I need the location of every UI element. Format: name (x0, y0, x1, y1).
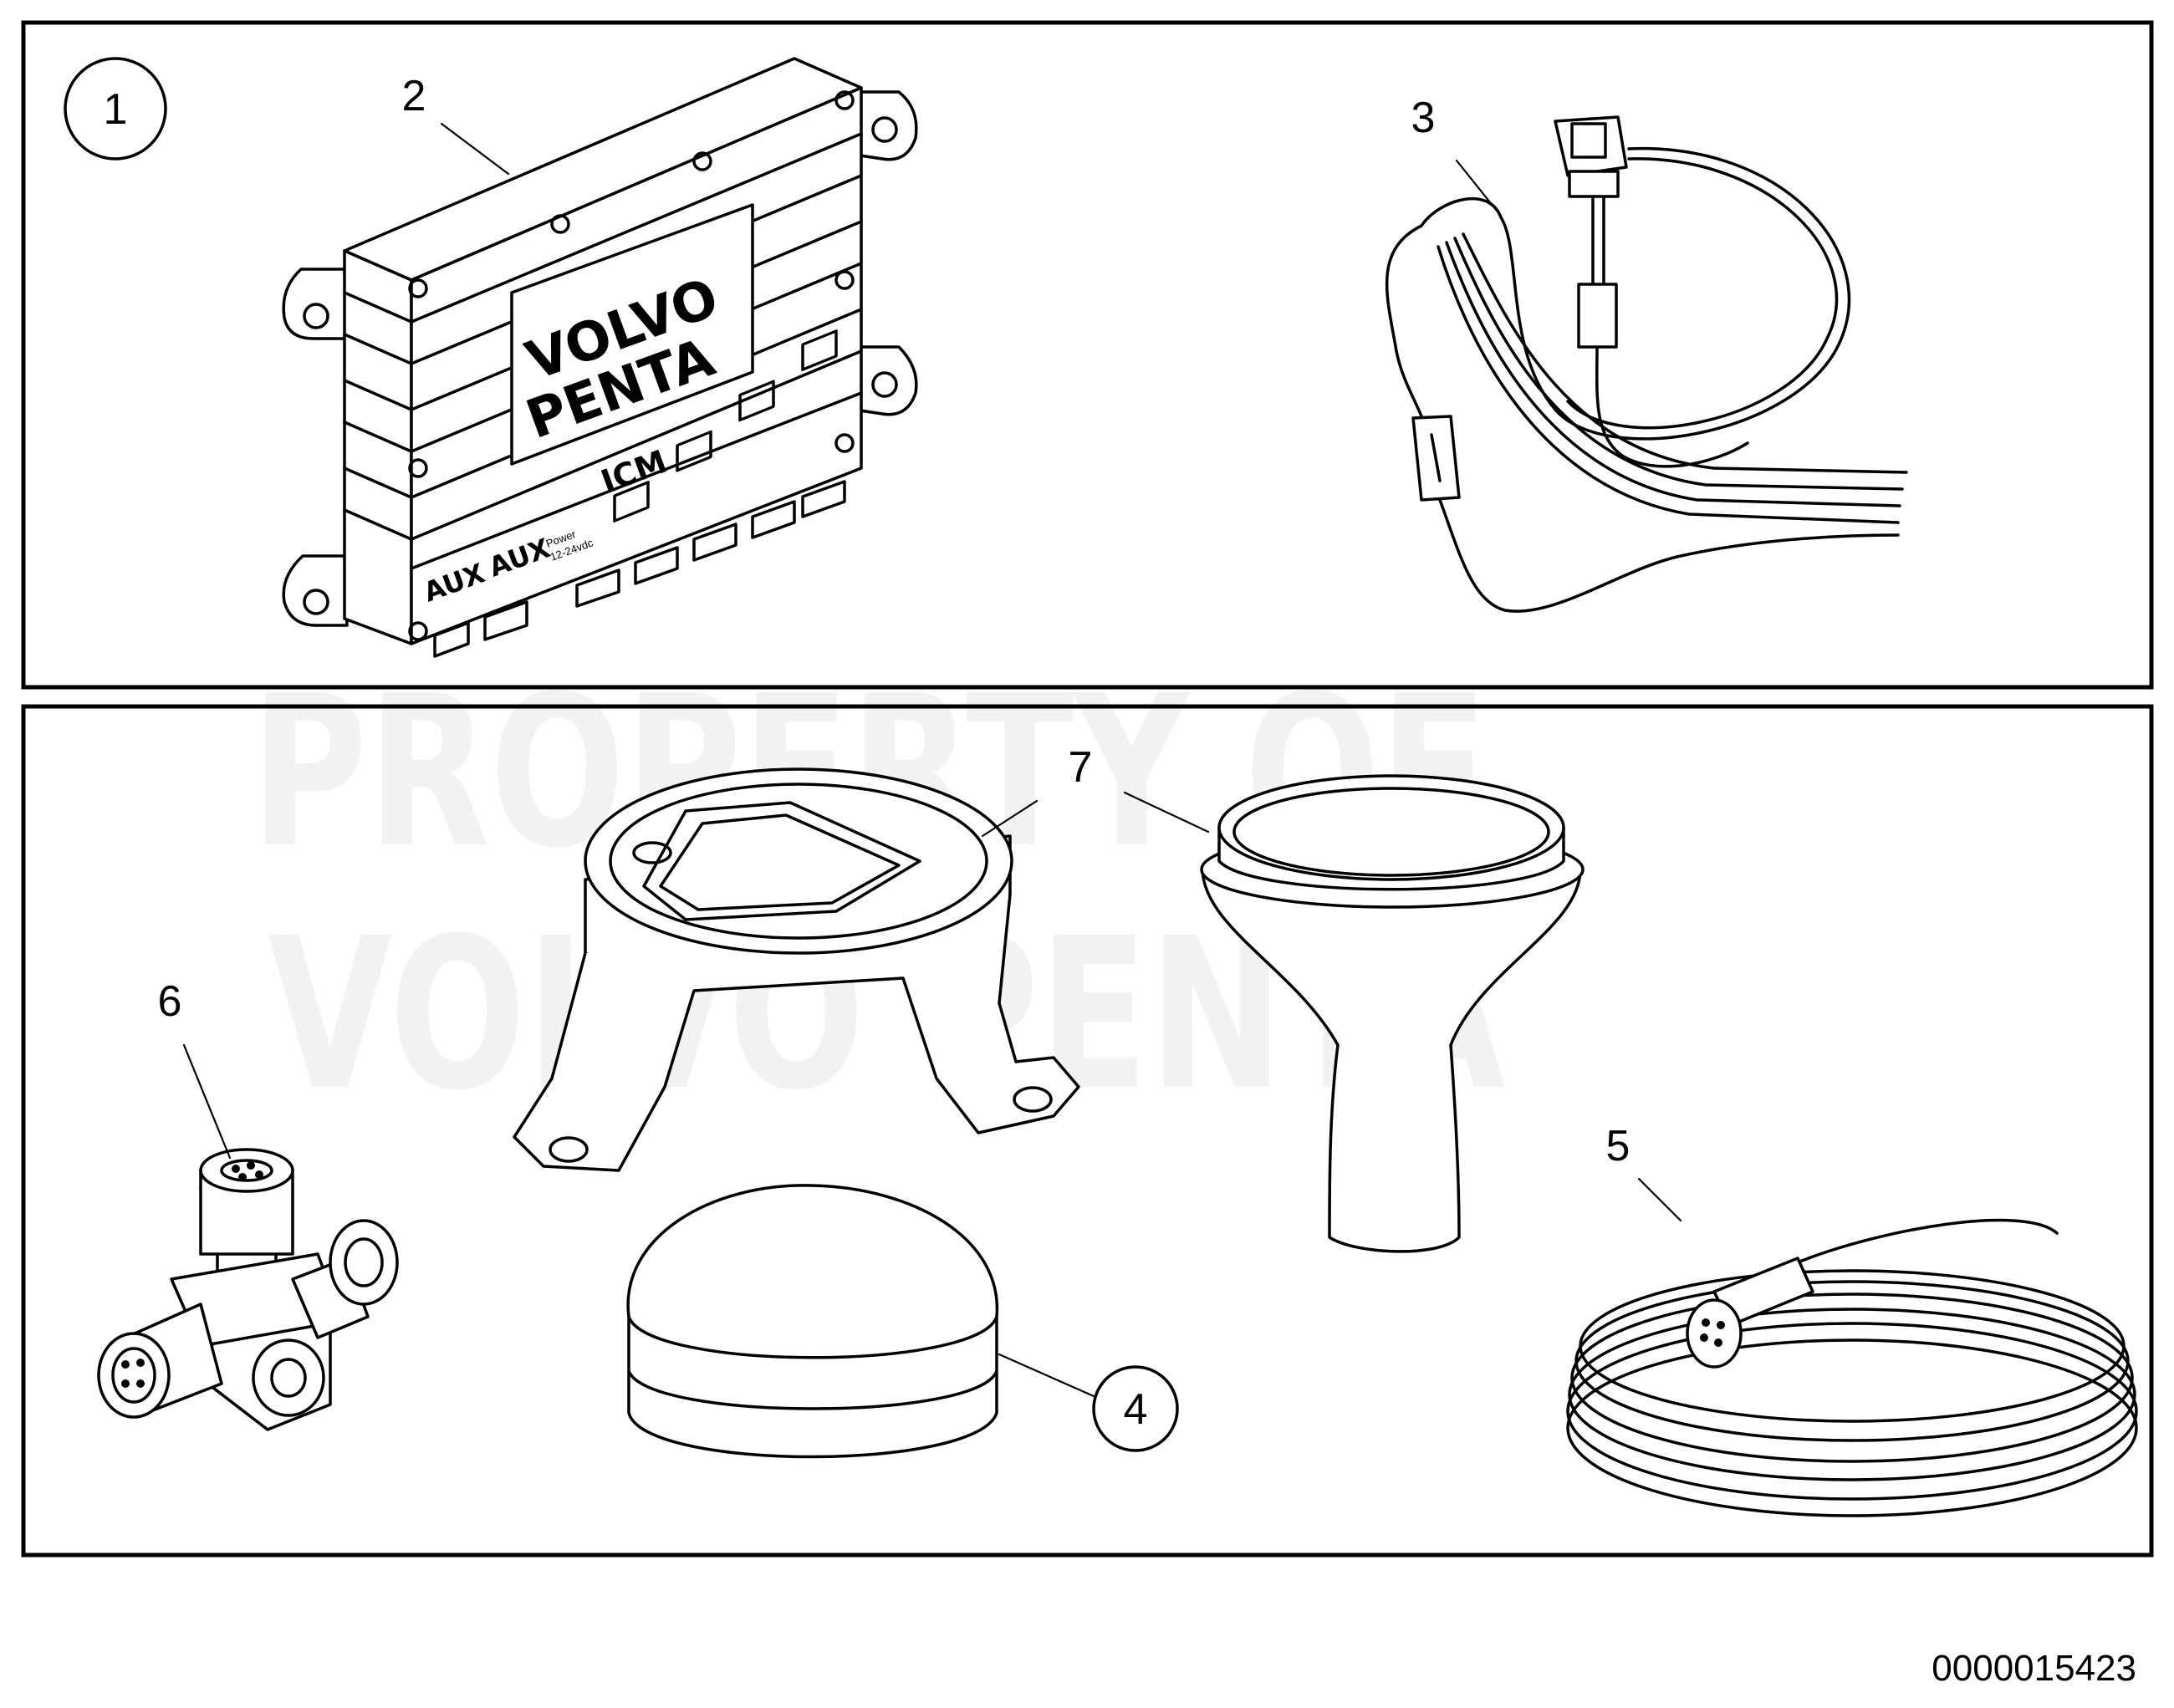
t-connector-illustration (97, 1148, 399, 1431)
svg-text:2: 2 (402, 72, 426, 120)
bottom-panel (21, 704, 2154, 1558)
callout-7: 7 (981, 743, 1210, 838)
svg-text:1: 1 (104, 85, 128, 134)
svg-text:3: 3 (1411, 94, 1436, 142)
top-panel (21, 20, 2154, 690)
callout-6: 6 (158, 977, 232, 1160)
svg-text:5: 5 (1606, 1122, 1630, 1170)
antenna-bracket-illustration (513, 767, 1080, 1172)
document-number: 0000015423 (1932, 1648, 2136, 1689)
coiled-cable-illustration (1566, 1218, 2138, 1517)
funnel-mount-illustration (1200, 774, 1585, 1253)
callout-5: 5 (1606, 1122, 1682, 1222)
callout-3: 3 (1411, 94, 1498, 212)
callout-1: 1 (64, 57, 167, 161)
gps-antenna-illustration (626, 1184, 999, 1459)
svg-text:7: 7 (1069, 743, 1093, 792)
wiring-harness-illustration (1385, 115, 1908, 613)
svg-text:4: 4 (1124, 1385, 1148, 1434)
svg-text:6: 6 (158, 977, 182, 1026)
callout-4: 4 (998, 1353, 1179, 1452)
callout-2: 2 (402, 72, 510, 176)
icm-module-illustration: VOLVO PENTA ICM AUX AUX Power 12-24vdc (282, 57, 918, 658)
